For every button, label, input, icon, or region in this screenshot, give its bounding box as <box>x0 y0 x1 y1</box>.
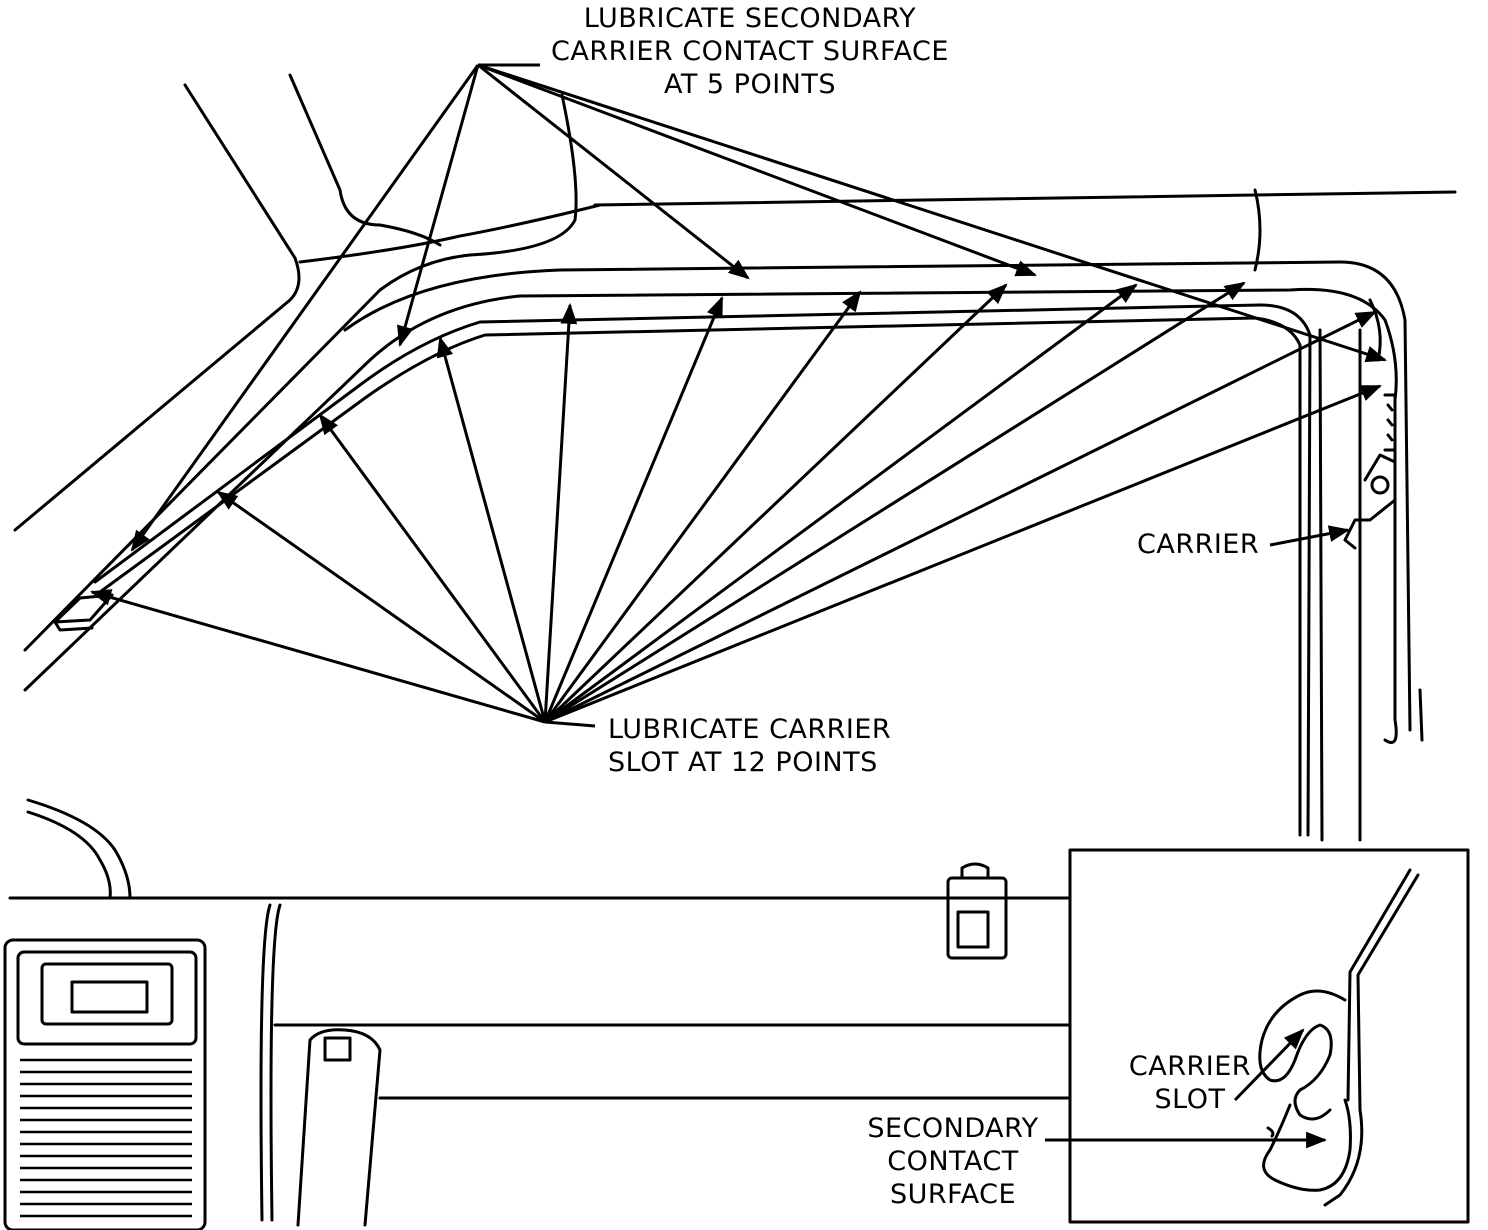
slot-arrow-6 <box>545 296 722 722</box>
carrier-arrow <box>1270 525 1351 545</box>
slot-arrow-11 <box>545 312 1377 722</box>
carrier-slot-label: LUBRICATE CARRIER SLOT AT 12 POINTS <box>608 714 892 778</box>
secondary-arrow-1 <box>132 65 478 552</box>
secondary-surface-label: LUBRICATE SECONDARY CARRIER CONTACT SURF… <box>551 3 949 100</box>
secondary-arrow-3 <box>478 65 750 280</box>
slot-arrow-10 <box>545 283 1246 722</box>
vent-grille-slats <box>20 1060 192 1216</box>
inset-slot-arrow <box>1235 1028 1305 1100</box>
door-panel-outline <box>5 800 1068 1230</box>
slot-arrow-2 <box>216 492 545 722</box>
inset-frame <box>1070 850 1468 1222</box>
door-frame-outline <box>15 75 1455 840</box>
inset-secondary-surface-label: SECONDARY CONTACT SURFACE <box>867 1113 1039 1210</box>
slot-arrow-5 <box>545 302 578 722</box>
carrier-slot-arrows <box>89 283 1382 726</box>
secondary-contact-arrows <box>132 65 1387 552</box>
secondary-arrow-5 <box>478 65 1387 363</box>
secondary-arrow-4 <box>478 65 1037 275</box>
inset-detail <box>1070 850 1468 1222</box>
slot-arrow-8 <box>545 283 1008 722</box>
slot-arrow-4 <box>436 335 545 722</box>
inset-carrier-slot-label: CARRIER SLOT <box>1128 1051 1252 1115</box>
slot-arrow-12 <box>545 386 1382 722</box>
slot-arrow-9 <box>545 283 1138 722</box>
carrier-label: CARRIER <box>1137 529 1260 560</box>
slot-arrow-1 <box>89 589 545 722</box>
inset-arrows <box>1045 1028 1328 1149</box>
slot-arrow-3 <box>318 413 545 722</box>
secondary-arrow-2 <box>396 65 478 348</box>
slot-arrow-7 <box>545 290 862 722</box>
